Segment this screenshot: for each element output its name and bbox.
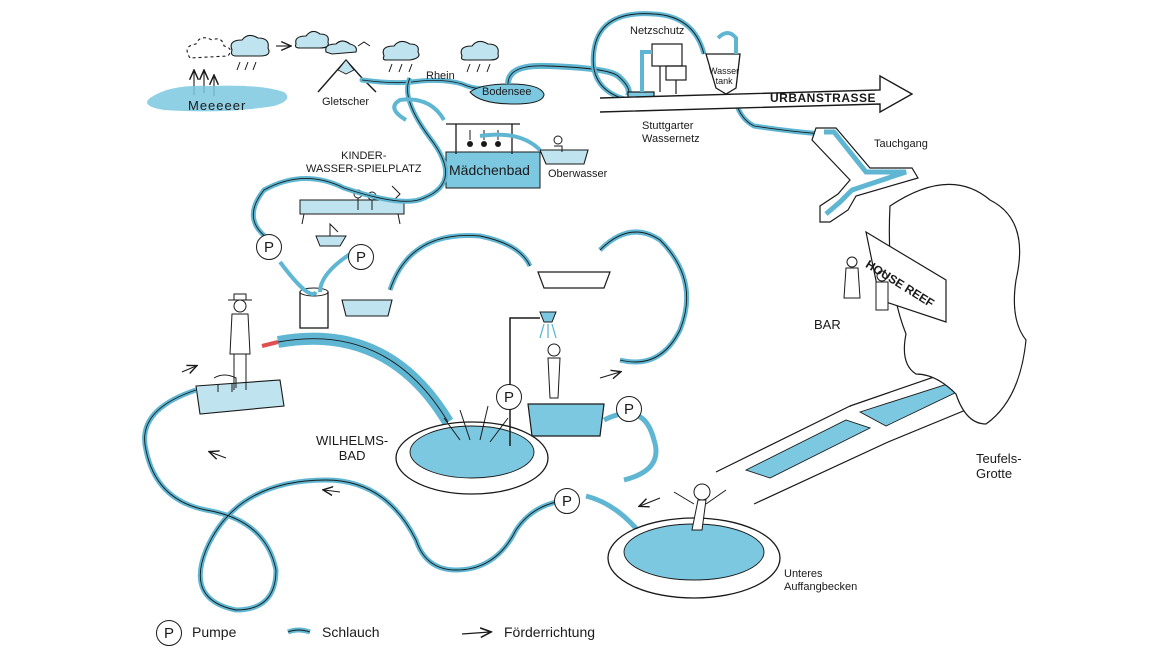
arrow-icon	[181, 366, 661, 506]
label-wassertank: Wasser tank	[709, 66, 739, 87]
pump-icon: P	[616, 396, 642, 422]
label-stuttgarter-wassernetz: Stuttgarter Wassernetz	[642, 120, 700, 145]
label-unteres-auffangbecken: Unteres Auffangbecken	[784, 568, 857, 593]
bathtub-icon	[539, 135, 589, 165]
label-wassertank-line1: Wasser	[709, 66, 740, 76]
legend-foerderrichtung-icon	[461, 632, 490, 634]
bathtub-icon	[537, 271, 611, 289]
boat-icon	[315, 222, 347, 247]
label-kinder-wasser-spielplatz: KINDER- WASSER-SPIELPLATZ	[306, 150, 422, 175]
pump-icon: P	[496, 384, 522, 410]
label-wilhelmsbad: WILHELMS- BAD	[316, 433, 389, 464]
bodensee-lake	[469, 83, 545, 105]
label-netzschutz: Netzschutz	[630, 25, 685, 37]
tauchgang-channel	[811, 127, 919, 223]
legend-foerderrichtung-label: Förderrichtung	[504, 624, 596, 640]
dog-icon	[213, 374, 237, 392]
label-urbanstrasse: URBANSTRASSE	[770, 91, 877, 105]
label-oberwasser: Oberwasser	[548, 168, 608, 180]
label-kinder-line1: KINDER-	[341, 150, 387, 162]
legend-pump-icon: P	[156, 620, 182, 646]
kinder-wasser-spielplatz	[299, 185, 405, 225]
label-teufels-line2: Grotte	[976, 465, 1013, 481]
label-kinder-line2: WASSER-SPIELPLATZ	[306, 162, 422, 175]
label-tauchgang: Tauchgang	[874, 138, 928, 150]
bathtub-icon	[341, 299, 393, 317]
label-wassertank-line2: tank	[715, 76, 733, 87]
cowboy-platform	[195, 293, 285, 415]
pump-icon: P	[256, 234, 282, 260]
legend-pumpe-label: Pumpe	[192, 624, 237, 640]
label-rhein: Rhein	[426, 70, 455, 82]
label-wilhelms-line2: BAD	[338, 447, 366, 463]
bathtub-icon	[527, 343, 605, 437]
rhein-river	[359, 77, 489, 91]
label-stuttgarter-line1: Stuttgarter	[642, 120, 694, 132]
diver-figure	[673, 483, 727, 531]
label-gletscher: Gletscher	[322, 96, 370, 108]
sea-water	[147, 85, 288, 112]
wilhelmsbad-pool	[395, 405, 549, 495]
legend-schlauch-icon	[287, 627, 311, 635]
label-wilhelms-line1: WILHELMS-	[316, 433, 389, 448]
cloud-icon	[186, 30, 499, 61]
label-teufels-line1: Teufels-	[976, 451, 1022, 466]
label-bodensee: Bodensee	[482, 86, 532, 98]
label-maedchenbad: Mädchenbad	[449, 162, 530, 178]
auffangbecken-pool	[607, 517, 781, 599]
label-meer: Meeeeer	[188, 98, 247, 113]
pump-icon: P	[348, 244, 374, 270]
label-teufelsgrotte: Teufels- Grotte	[976, 451, 1022, 482]
mountain-icon	[317, 58, 377, 93]
label-unteres-line1: Unteres	[784, 568, 823, 580]
label-stuttgarter-line2: Wassernetz	[642, 132, 700, 145]
legend-schlauch-label: Schlauch	[322, 624, 380, 640]
label-bar: BAR	[814, 317, 841, 332]
label-unteres-line2: Auffangbecken	[784, 580, 858, 593]
pump-icon: P	[554, 488, 580, 514]
person-icon	[843, 256, 889, 311]
teufelsgrotte-rock	[888, 183, 1027, 425]
urbanstrasse-arrow	[599, 74, 914, 114]
